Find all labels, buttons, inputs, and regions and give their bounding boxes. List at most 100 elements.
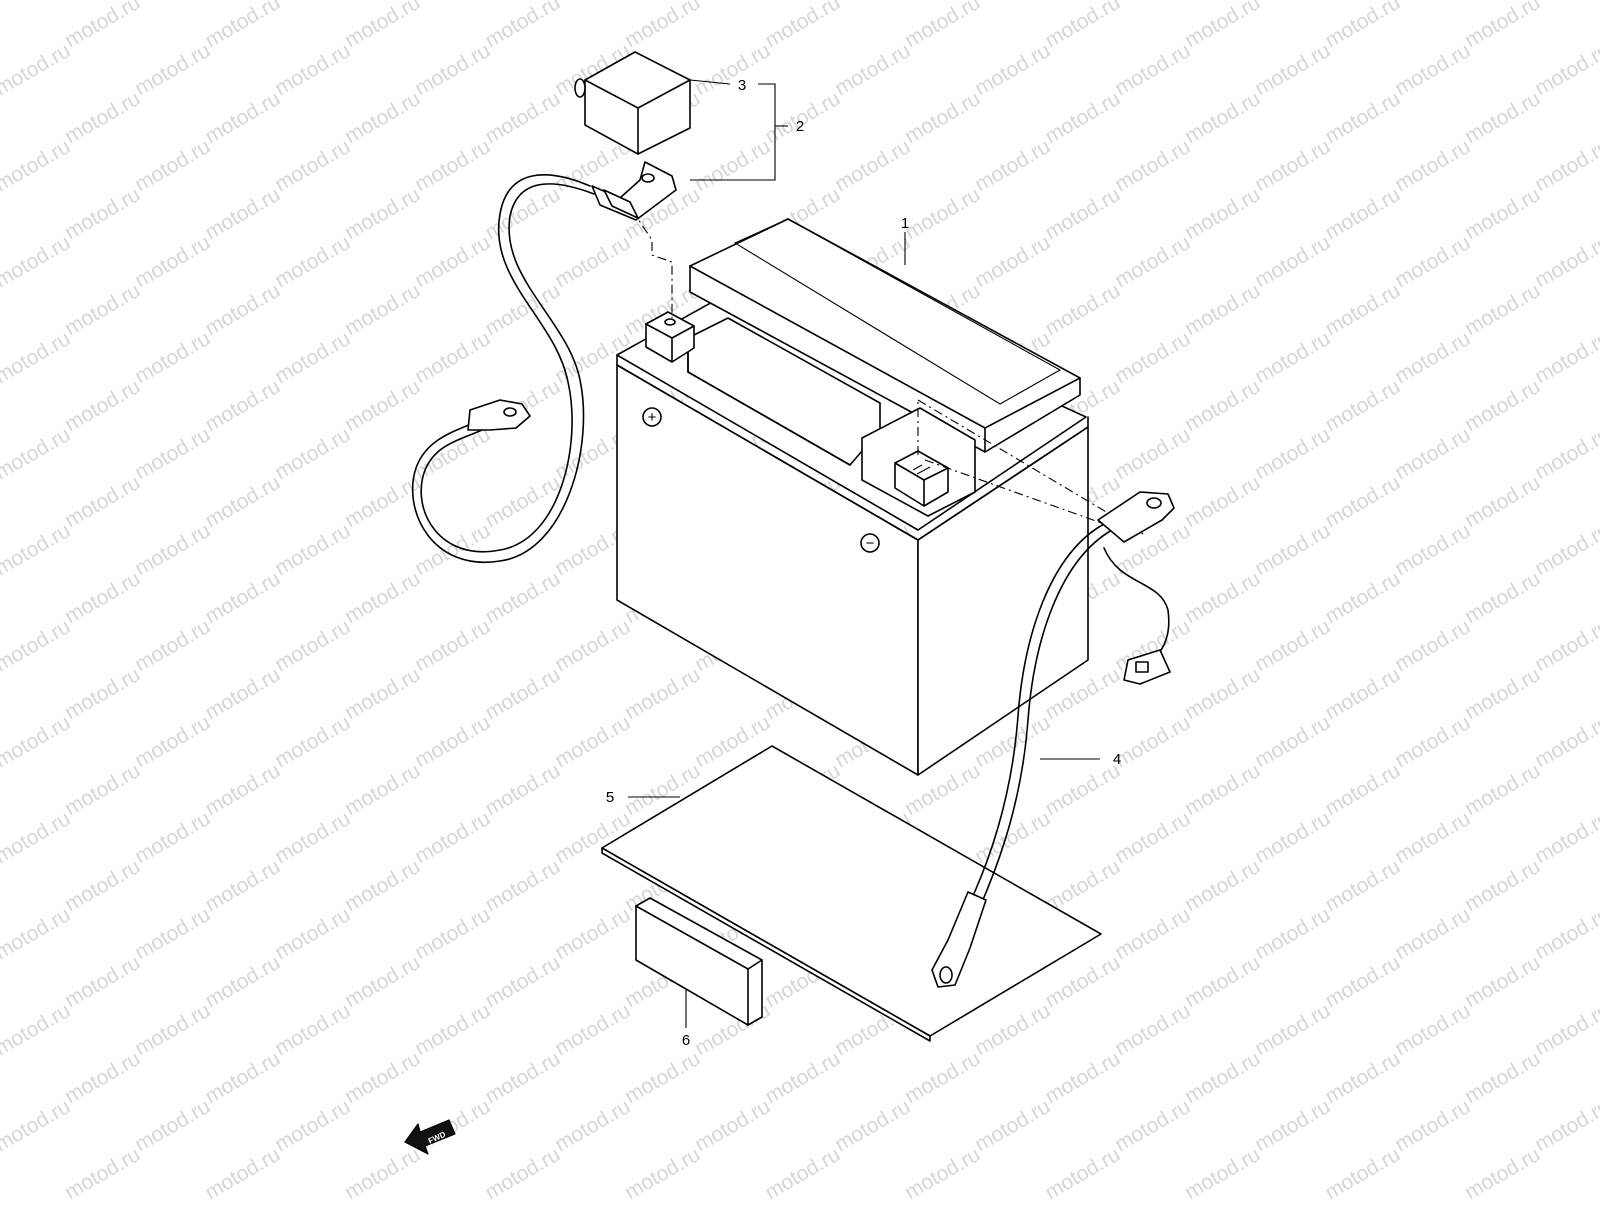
watermark-text: motod.ru (551, 0, 634, 4)
watermark-text: motod.ru (271, 807, 354, 868)
watermark-text: motod.ru (131, 615, 214, 676)
watermark-text: motod.ru (1531, 903, 1600, 964)
callout-6: 6 (682, 1032, 690, 1049)
watermark-text: motod.ru (201, 759, 284, 820)
watermark-text: motod.ru (61, 663, 144, 724)
watermark-text: motod.ru (61, 0, 144, 52)
watermark-text: motod.ru (271, 999, 354, 1060)
watermark-text: motod.ru (61, 375, 144, 436)
watermark-text: motod.ru (1181, 375, 1264, 436)
watermark-text: motod.ru (1531, 615, 1600, 676)
watermark-text: motod.ru (1181, 1143, 1264, 1200)
watermark-text: motod.ru (1181, 663, 1264, 724)
battery-pad (601, 745, 1102, 1042)
watermark-text: motod.ru (411, 807, 494, 868)
watermark-text: motod.ru (0, 231, 74, 292)
watermark-text: motod.ru (1111, 135, 1194, 196)
watermark-text: motod.ru (1321, 0, 1404, 52)
watermark-text: motod.ru (201, 1047, 284, 1108)
watermark-text: motod.ru (691, 39, 774, 100)
watermark-text: motod.ru (201, 279, 284, 340)
callout-leaders (628, 79, 1100, 1028)
watermark-text: motod.ru (0, 711, 74, 772)
watermark-text: motod.ru (1251, 0, 1334, 4)
watermark-text: motod.ru (131, 0, 214, 4)
watermark-text: motod.ru (1391, 711, 1474, 772)
watermark-text: motod.ru (1461, 471, 1544, 532)
callout-labels: 3 2 1 5 4 6 (606, 77, 1121, 1049)
watermark-text: motod.ru (1531, 1095, 1600, 1156)
watermark-text: motod.ru (1181, 0, 1264, 52)
watermark-text: motod.ru (0, 807, 74, 868)
watermark-text: motod.ru (1461, 759, 1544, 820)
watermark-text: motod.ru (1251, 39, 1334, 100)
watermark-text: motod.ru (831, 135, 914, 196)
watermark-text: motod.ru (411, 327, 494, 388)
watermark-text: motod.ru (1111, 807, 1194, 868)
watermark-text: motod.ru (201, 183, 284, 244)
watermark-text: motod.ru (1321, 183, 1404, 244)
watermark-text: motod.ru (971, 39, 1054, 100)
watermark-text: motod.ru (1251, 903, 1334, 964)
terminal-cover (574, 51, 691, 155)
watermark-text: motod.ru (1181, 567, 1264, 628)
watermark-text: motod.ru (901, 183, 984, 244)
watermark-text: motod.ru (971, 0, 1054, 4)
watermark-text: motod.ru (1251, 519, 1334, 580)
watermark-text: motod.ru (1531, 423, 1600, 484)
watermark-text: motod.ru (691, 0, 774, 4)
watermark-text: motod.ru (1391, 39, 1474, 100)
watermark-text: motod.ru (341, 951, 424, 1012)
callout-2: 2 (796, 118, 804, 135)
watermark-text: motod.ru (271, 615, 354, 676)
watermark-text: motod.ru (61, 759, 144, 820)
watermark-text: motod.ru (131, 231, 214, 292)
watermark-text: motod.ru (0, 39, 74, 100)
watermark-text: motod.ru (341, 279, 424, 340)
watermark-text: motod.ru (901, 0, 984, 52)
watermark-text: motod.ru (1181, 855, 1264, 916)
negative-cable (931, 491, 1175, 988)
watermark-text: motod.ru (1391, 423, 1474, 484)
watermark-text: motod.ru (1321, 1143, 1404, 1200)
watermark-text: motod.ru (1111, 903, 1194, 964)
callout-4: 4 (1113, 751, 1121, 768)
watermark-text: motod.ru (1391, 615, 1474, 676)
watermark-text: motod.ru (1181, 1047, 1264, 1108)
callout-1: 1 (901, 215, 909, 232)
watermark-text: motod.ru (761, 1047, 844, 1108)
watermark-text: motod.ru (1321, 759, 1404, 820)
watermark-text: motod.ru (131, 711, 214, 772)
watermark-text: motod.ru (0, 327, 74, 388)
watermark-text: motod.ru (551, 999, 634, 1060)
watermark-text: motod.ru (1391, 1095, 1474, 1156)
watermark-text: motod.ru (1041, 1143, 1124, 1200)
watermark-text: motod.ru (1461, 663, 1544, 724)
watermark-text: motod.ru (61, 1047, 144, 1108)
watermark-text: motod.ru (971, 999, 1054, 1060)
watermark-text: motod.ru (1461, 0, 1544, 52)
watermark-text: motod.ru (1111, 1095, 1194, 1156)
watermark-text: motod.ru (341, 471, 424, 532)
watermark-text: motod.ru (131, 519, 214, 580)
watermark-text: motod.ru (481, 471, 564, 532)
watermark-text: motod.ru (271, 519, 354, 580)
watermark-text: motod.ru (201, 663, 284, 724)
watermark-text: motod.ru (1531, 519, 1600, 580)
watermark-text: motod.ru (1461, 1047, 1544, 1108)
watermark-text: motod.ru (1111, 0, 1194, 4)
watermark-text: motod.ru (971, 1095, 1054, 1156)
watermark-text: motod.ru (1181, 87, 1264, 148)
watermark-text: motod.ru (61, 183, 144, 244)
watermark-text: motod.ru (1391, 519, 1474, 580)
watermark-text: motod.ru (481, 663, 564, 724)
watermark-text: motod.ru (61, 951, 144, 1012)
watermark-text: motod.ru (131, 903, 214, 964)
watermark-text: motod.ru (201, 87, 284, 148)
watermark-text: motod.ru (1531, 0, 1600, 4)
watermark-text: motod.ru (1181, 471, 1264, 532)
watermark-text: motod.ru (551, 615, 634, 676)
watermark-text: motod.ru (1181, 279, 1264, 340)
watermark-text: motod.ru (131, 39, 214, 100)
watermark-text: motod.ru (341, 855, 424, 916)
